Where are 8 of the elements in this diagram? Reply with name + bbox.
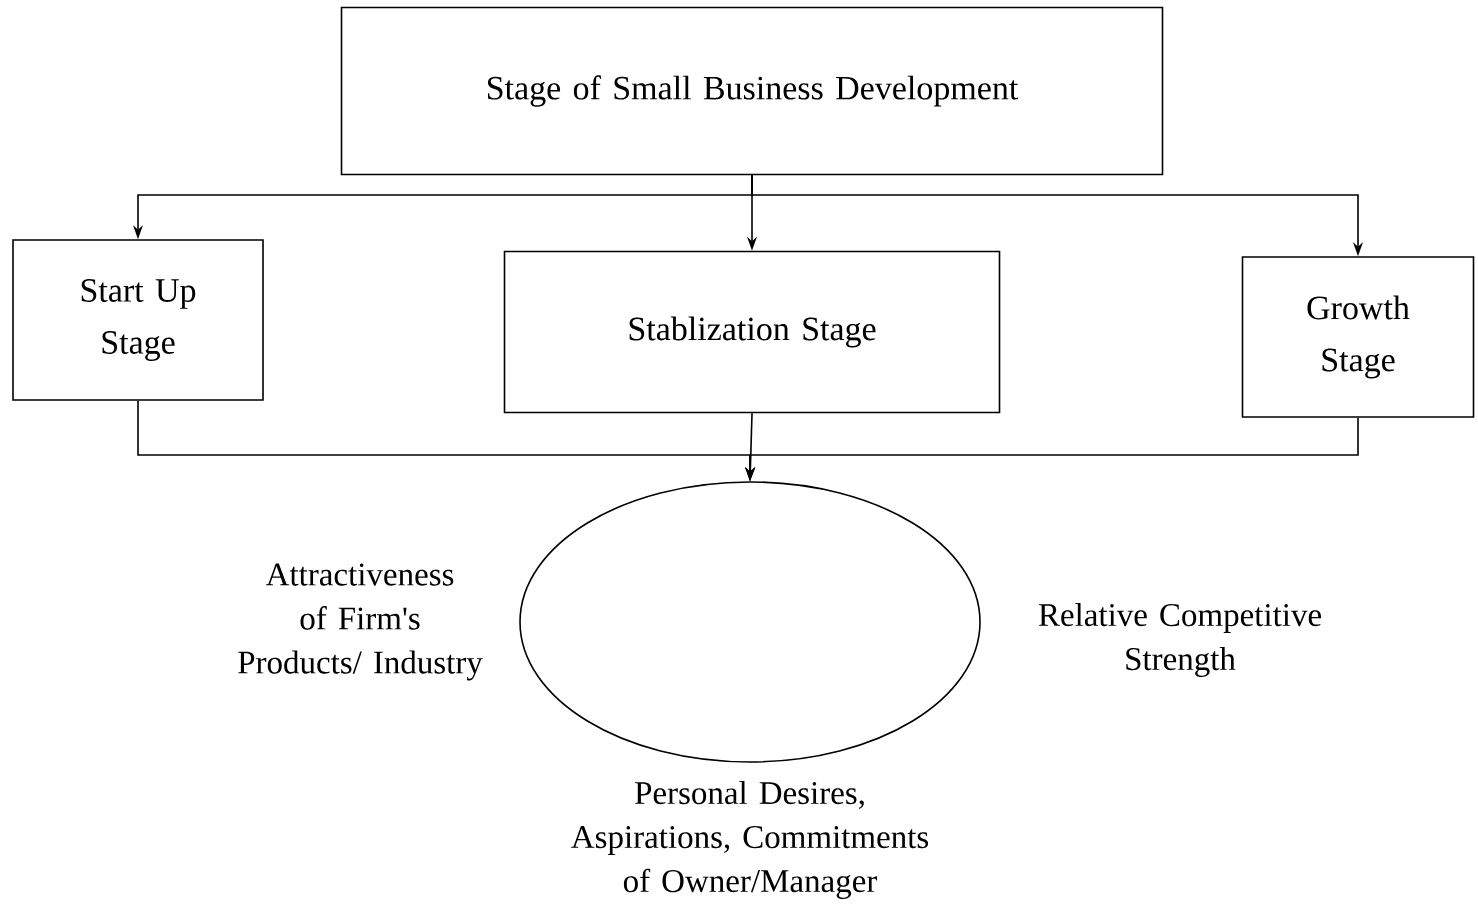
stage-box: Start Up Stage xyxy=(12,239,264,401)
factor-label: Attractiveness of Firm's Products/ Industry xyxy=(238,563,483,681)
factor-ellipse xyxy=(519,481,981,763)
factor-label: Relative Competitive Strength xyxy=(1038,602,1321,677)
stage-box: Growth Stage xyxy=(1241,256,1475,418)
stage-box: Stage of Small Business Development xyxy=(340,6,1164,176)
factor-label: Personal Desires, Aspirations, Commitments of Owner/Manager xyxy=(571,780,929,899)
stage-box: Stablization Stage xyxy=(503,250,1001,414)
